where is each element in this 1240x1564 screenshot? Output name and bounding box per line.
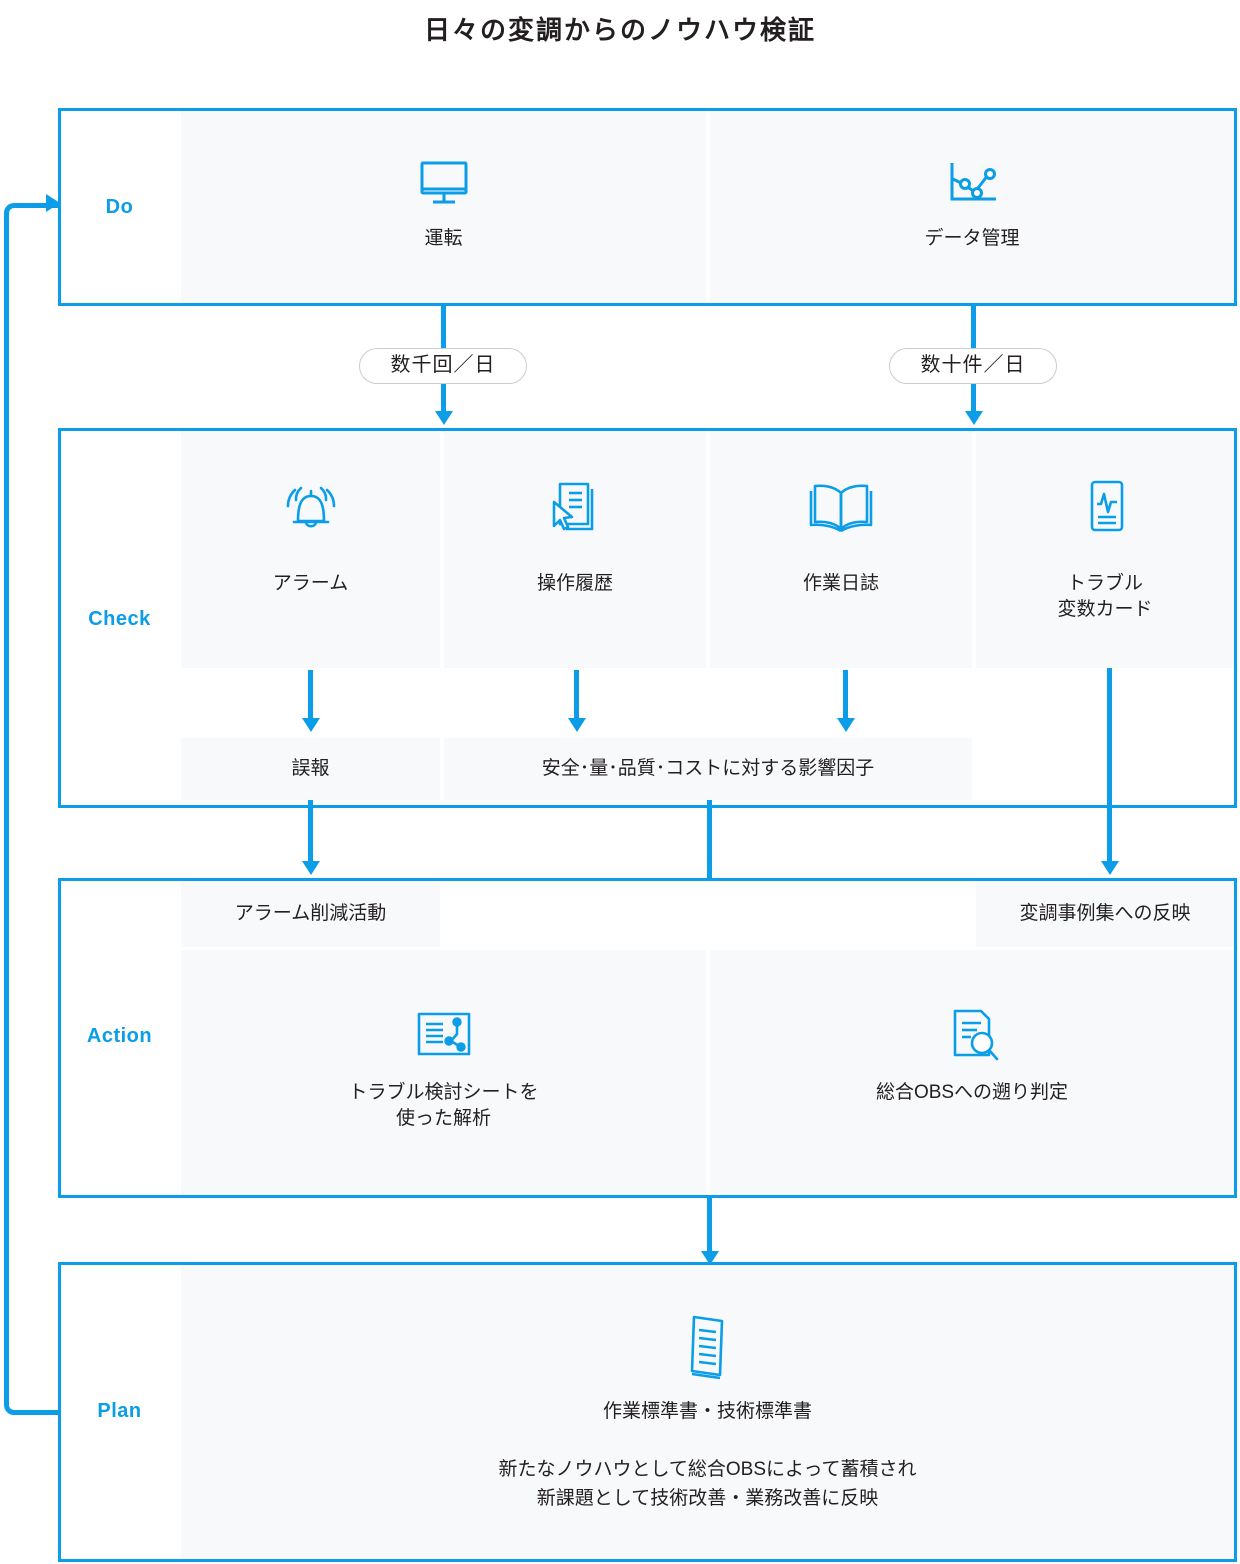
- connector-factors-to-action: [707, 800, 712, 938]
- cell-label-alarm: アラーム: [272, 573, 349, 594]
- band-label-alarm-reduction: アラーム削減活動: [234, 903, 387, 924]
- connector-history-to-factors: [574, 670, 579, 722]
- connector-worklog-to-factors-arrowhead: [837, 718, 855, 732]
- cell-do-operation[interactable]: 運転: [181, 111, 706, 303]
- connector-misreport-to-action: [308, 800, 313, 864]
- cell-label-obs-retro: 総合OBSへの遡り判定: [875, 1082, 1069, 1103]
- line-chart-icon: [940, 159, 1004, 207]
- cell-label-plan-standards: 作業標準書・技術標準書: [602, 1401, 812, 1422]
- connector-card-to-casebook: [1107, 668, 1112, 864]
- standard-document-icon: [680, 1311, 736, 1385]
- band-label-casebook: 変調事例集への反映: [1019, 903, 1191, 924]
- cell-label-operation-history: 操作履歴: [536, 573, 613, 594]
- connector-do-to-check-left-arrowhead: [435, 411, 453, 425]
- feedback-loop-path: [4, 203, 60, 1415]
- waveform-card-icon: [1080, 476, 1130, 538]
- cell-label-misreport: 誤報: [291, 758, 330, 779]
- analysis-sheet-icon: [411, 1008, 477, 1060]
- cell-check-operation-history[interactable]: 操作履歴: [444, 431, 706, 668]
- cell-check-outcome-misreport[interactable]: 誤報: [181, 738, 440, 800]
- row-label-plan: Plan: [97, 1400, 142, 1422]
- cell-check-trouble-variable-card[interactable]: トラブル 変数カード: [976, 431, 1234, 668]
- connector-do-to-check-right-top: [971, 306, 976, 350]
- open-book-icon: [803, 479, 879, 535]
- cell-label-trouble-variable-card: トラブル 変数カード: [1057, 573, 1153, 620]
- connector-history-to-factors-arrowhead: [568, 718, 586, 732]
- pill-frequency-records: 数十件／日: [889, 348, 1057, 384]
- band-action-casebook[interactable]: 変調事例集への反映: [976, 881, 1234, 947]
- connector-action-to-plan: [707, 1196, 712, 1254]
- cell-label-trouble-sheet: トラブル検討シートを 使った解析: [348, 1082, 539, 1129]
- connector-do-to-check-right-bottom: [971, 384, 976, 419]
- cell-check-outcome-impact-factors[interactable]: 安全･量･品質･コストに対する影響因子: [444, 738, 972, 800]
- row-label-action: Action: [86, 1025, 153, 1047]
- cell-do-data-management[interactable]: データ管理: [710, 111, 1234, 303]
- monitor-icon: [414, 159, 474, 207]
- row-label-check: Check: [88, 608, 151, 630]
- row-label-do: Do: [105, 196, 134, 218]
- connector-misreport-to-action-arrowhead: [302, 861, 320, 875]
- cell-sublabel-plan-standards: 新たなノウハウとして総合OBSによって蓄積され 新課題として技術改善・業務改善に…: [498, 1459, 917, 1510]
- cell-check-alarm[interactable]: アラーム: [181, 431, 440, 668]
- cell-plan-standards[interactable]: 作業標準書・技術標準書 新たなノウハウとして総合OBSによって蓄積され 新課題と…: [181, 1265, 1234, 1559]
- pill-frequency-alarms: 数千回／日: [359, 348, 527, 384]
- bell-icon: [276, 476, 346, 536]
- connector-alarm-to-misreport-arrowhead: [302, 718, 320, 732]
- connector-do-to-check-right-arrowhead: [965, 411, 983, 425]
- connector-card-to-casebook-arrowhead: [1101, 861, 1119, 875]
- cell-check-work-log[interactable]: 作業日誌: [710, 431, 972, 668]
- connector-alarm-to-misreport: [308, 670, 313, 722]
- connector-do-to-check-left-top: [441, 306, 446, 350]
- band-action-alarm-reduction[interactable]: アラーム削減活動: [181, 881, 440, 947]
- cell-label-data-management: データ管理: [924, 228, 1020, 249]
- connector-worklog-to-factors: [843, 670, 848, 722]
- connector-do-to-check-left-bottom: [441, 384, 446, 419]
- cell-label-work-log: 作業日誌: [802, 573, 879, 594]
- document-search-icon: [941, 1005, 1003, 1065]
- feedback-loop-arrowhead: [46, 194, 60, 212]
- cell-action-obs-retro[interactable]: 総合OBSへの遡り判定: [710, 950, 1234, 1195]
- page-title: 日々の変調からのノウハウ検証: [423, 15, 816, 45]
- cell-action-trouble-sheet[interactable]: トラブル検討シートを 使った解析: [181, 950, 706, 1195]
- cell-label-operation: 運転: [424, 228, 463, 249]
- document-cursor-icon: [542, 476, 608, 538]
- connector-action-to-plan-arrowhead: [701, 1251, 719, 1265]
- cell-label-impact-factors: 安全･量･品質･コストに対する影響因子: [541, 758, 875, 779]
